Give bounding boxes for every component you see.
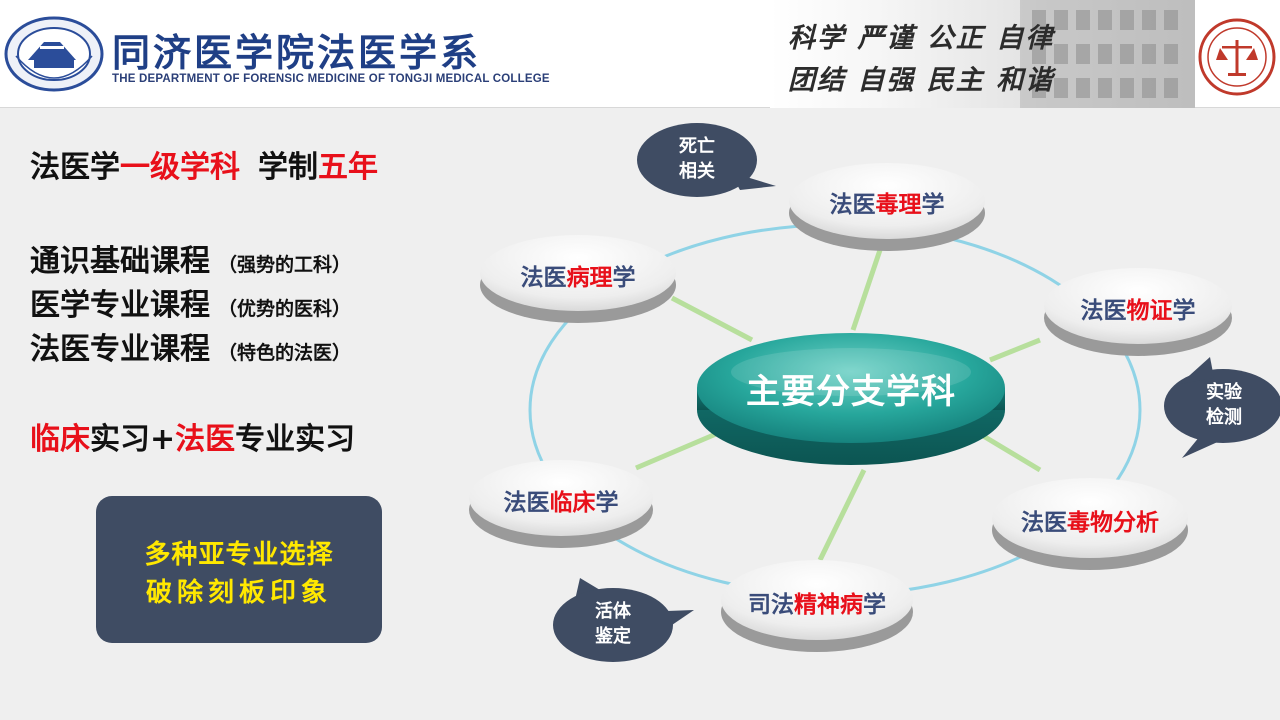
node-evidence-disc: [1044, 268, 1232, 356]
node-clinical-disc: [469, 460, 653, 548]
node-suffix: 学: [595, 490, 619, 516]
practice-internship: 实习+: [90, 422, 176, 457]
node-prefix: 法医: [520, 265, 567, 291]
bubble-line-1: 死亡: [679, 136, 715, 157]
node-toxanalysis-disc: [992, 478, 1188, 570]
node-suffix: 学: [863, 592, 886, 618]
node-pathology-disc: [480, 235, 676, 323]
practice-professional: 专业实习: [235, 422, 356, 457]
course-item: 法医专业课程 （特色的法医）: [30, 324, 351, 368]
discipline-level: 一级学科: [120, 150, 240, 185]
bubble-lab-shape: [1164, 357, 1280, 458]
node-suffix: 学: [612, 265, 636, 291]
university-emblem-logo: [4, 16, 104, 92]
bubble-living-shape: [553, 578, 694, 662]
choice-line-2: 破除刻板印象: [145, 578, 332, 608]
bubble-death: 死亡 相关: [647, 134, 747, 184]
node-highlight: 物证: [1126, 298, 1173, 324]
practice-forensic: 法医: [175, 422, 236, 457]
center-disc: [697, 333, 1005, 465]
duration-label: 学制: [258, 150, 318, 185]
node-psychiatry-disc: [721, 560, 913, 652]
node-highlight: 毒物分析: [1067, 510, 1159, 536]
node-prefix: 法医: [1080, 298, 1127, 324]
node-clinical: 法医临床学: [464, 483, 658, 517]
course-note: （优势的医科）: [218, 298, 352, 320]
bubble-line-1: 实验: [1206, 382, 1242, 403]
school-name-english: THE DEPARTMENT OF FORENSIC MEDICINE OF T…: [112, 73, 550, 85]
course-name: 法医专业课程: [30, 332, 210, 367]
node-toxanalysis: 法医毒物分析: [990, 503, 1190, 537]
choice-line-1: 多种亚专业选择: [144, 540, 334, 570]
bubble-lab: 实验 检测: [1174, 380, 1274, 430]
node-highlight: 毒理: [875, 192, 922, 218]
course-item: 通识基础课程 （强势的工科）: [30, 236, 351, 280]
course-name: 医学专业课程: [30, 288, 210, 323]
node-suffix: 学: [921, 192, 945, 218]
course-item: 医学专业课程 （优势的医科）: [30, 280, 351, 324]
header-banner: 同济医学院法医学系 THE DEPARTMENT OF FORENSIC MED…: [0, 0, 1280, 108]
node-toxicology-disc: [789, 163, 985, 251]
motto-panel: 科学 严谨 公正 自律 团结 自强 民主 和谐: [770, 0, 1195, 108]
school-name: 同济医学院法医学系: [112, 31, 482, 75]
bubble-living: 活体 鉴定: [563, 599, 663, 649]
bubble-line-2: 鉴定: [595, 626, 631, 647]
node-evidence: 法医物证学: [1040, 291, 1236, 325]
motto-line-2: 团结 自强 民主 和谐: [788, 65, 1055, 96]
center-title: 主要分支学科: [746, 372, 956, 412]
course-note: （特色的法医）: [218, 342, 352, 364]
bubble-death-shape: [637, 123, 776, 197]
node-toxicology: 法医毒理学: [787, 185, 987, 219]
bubble-line-2: 相关: [679, 161, 715, 182]
spoke-lines: [635, 249, 1042, 562]
building-background-image: [1020, 0, 1195, 108]
course-note: （强势的工科）: [218, 254, 352, 276]
bubble-line-2: 检测: [1206, 407, 1242, 428]
node-prefix: 司法: [748, 592, 794, 618]
node-suffix: 学: [1172, 298, 1196, 324]
forensic-badge-logo: [1198, 18, 1276, 96]
practice-clinical: 临床: [30, 422, 90, 457]
node-pathology: 法医病理学: [478, 258, 678, 292]
node-highlight: 病理: [566, 265, 613, 291]
practice-line: 临床实习+法医专业实习: [30, 414, 355, 458]
node-prefix: 法医: [503, 490, 550, 516]
node-prefix: 法医: [1021, 510, 1067, 536]
discipline-name: 法医学: [30, 150, 120, 185]
node-highlight: 临床: [549, 490, 596, 516]
node-highlight: 精神病: [794, 592, 863, 618]
motto-line-1: 科学 严谨 公正 自律: [788, 23, 1055, 54]
node-psychiatry: 司法精神病学: [717, 585, 917, 619]
bubble-line-1: 活体: [595, 601, 631, 622]
discipline-line: 法医学一级学科学制五年: [30, 142, 378, 186]
node-prefix: 法医: [829, 192, 876, 218]
course-name: 通识基础课程: [30, 244, 210, 279]
subspecialty-choice-box: 多种亚专业选择 破除刻板印象: [96, 496, 382, 643]
duration-value: 五年: [318, 150, 378, 185]
